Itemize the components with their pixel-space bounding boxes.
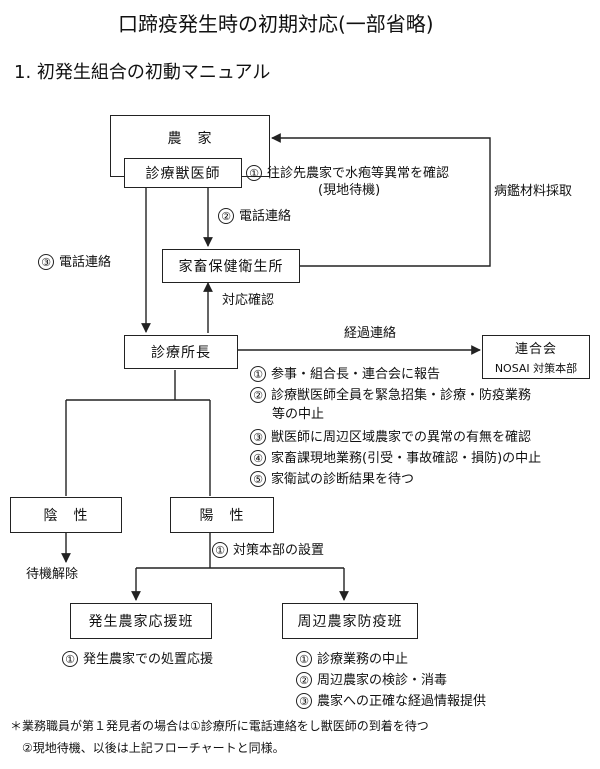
clinic-head-box: 診療所長	[124, 335, 238, 369]
negative-label: 陰 性	[43, 508, 89, 524]
pathology-label: 病鑑材料採取	[494, 184, 573, 199]
prevent-team-label: 周辺農家防疫班	[297, 614, 403, 630]
hygiene-box: 家畜保健衛生所	[162, 249, 300, 283]
positive-label: 陽 性	[199, 508, 245, 524]
numeral-1: ①	[246, 165, 262, 181]
progress-label: 経過連絡	[344, 326, 397, 341]
vet-box: 診療獣医師	[124, 158, 242, 188]
confirm-label: 対応確認	[222, 293, 275, 308]
step1-subtext: (現地待機)	[318, 183, 381, 198]
federation-sublabel: NOSAI 対策本部	[494, 362, 578, 375]
pathology-arrow	[271, 133, 491, 267]
vet-label: 診療獣医師	[145, 166, 221, 182]
farm-label: 農 家	[167, 131, 213, 147]
release-label: 待機解除	[26, 567, 79, 582]
numeral-1b: ①	[212, 542, 228, 558]
section-heading: 1. 初発生組合の初動マニュアル	[14, 62, 271, 83]
federation-label: 連合会	[514, 342, 557, 357]
support-team-box: 発生農家応援班	[70, 603, 212, 639]
numeral-2: ②	[218, 208, 234, 224]
clinic-head-label: 診療所長	[151, 345, 211, 361]
hygiene-label: 家畜保健衛生所	[178, 259, 284, 275]
footnote-line-1: ＊業務職員が第１発見者の場合は①診療所に電話連絡をし獣医師の到着を待つ	[10, 719, 429, 733]
support-team-label: 発生農家応援班	[88, 614, 194, 630]
footnote-line-2: ②現地待機、以後は上記フローチャートと同様。	[22, 741, 285, 755]
prevent-team-box: 周辺農家防疫班	[282, 603, 418, 639]
page-title: 口蹄疫発生時の初期対応(一部省略)	[118, 12, 434, 36]
negative-box: 陰 性	[10, 497, 122, 533]
numeral-3: ③	[38, 254, 54, 270]
positive-box: 陽 性	[170, 497, 274, 533]
head-action-2-cont: 等の中止	[272, 407, 325, 422]
federation-box: 連合会 NOSAI 対策本部	[482, 335, 590, 379]
